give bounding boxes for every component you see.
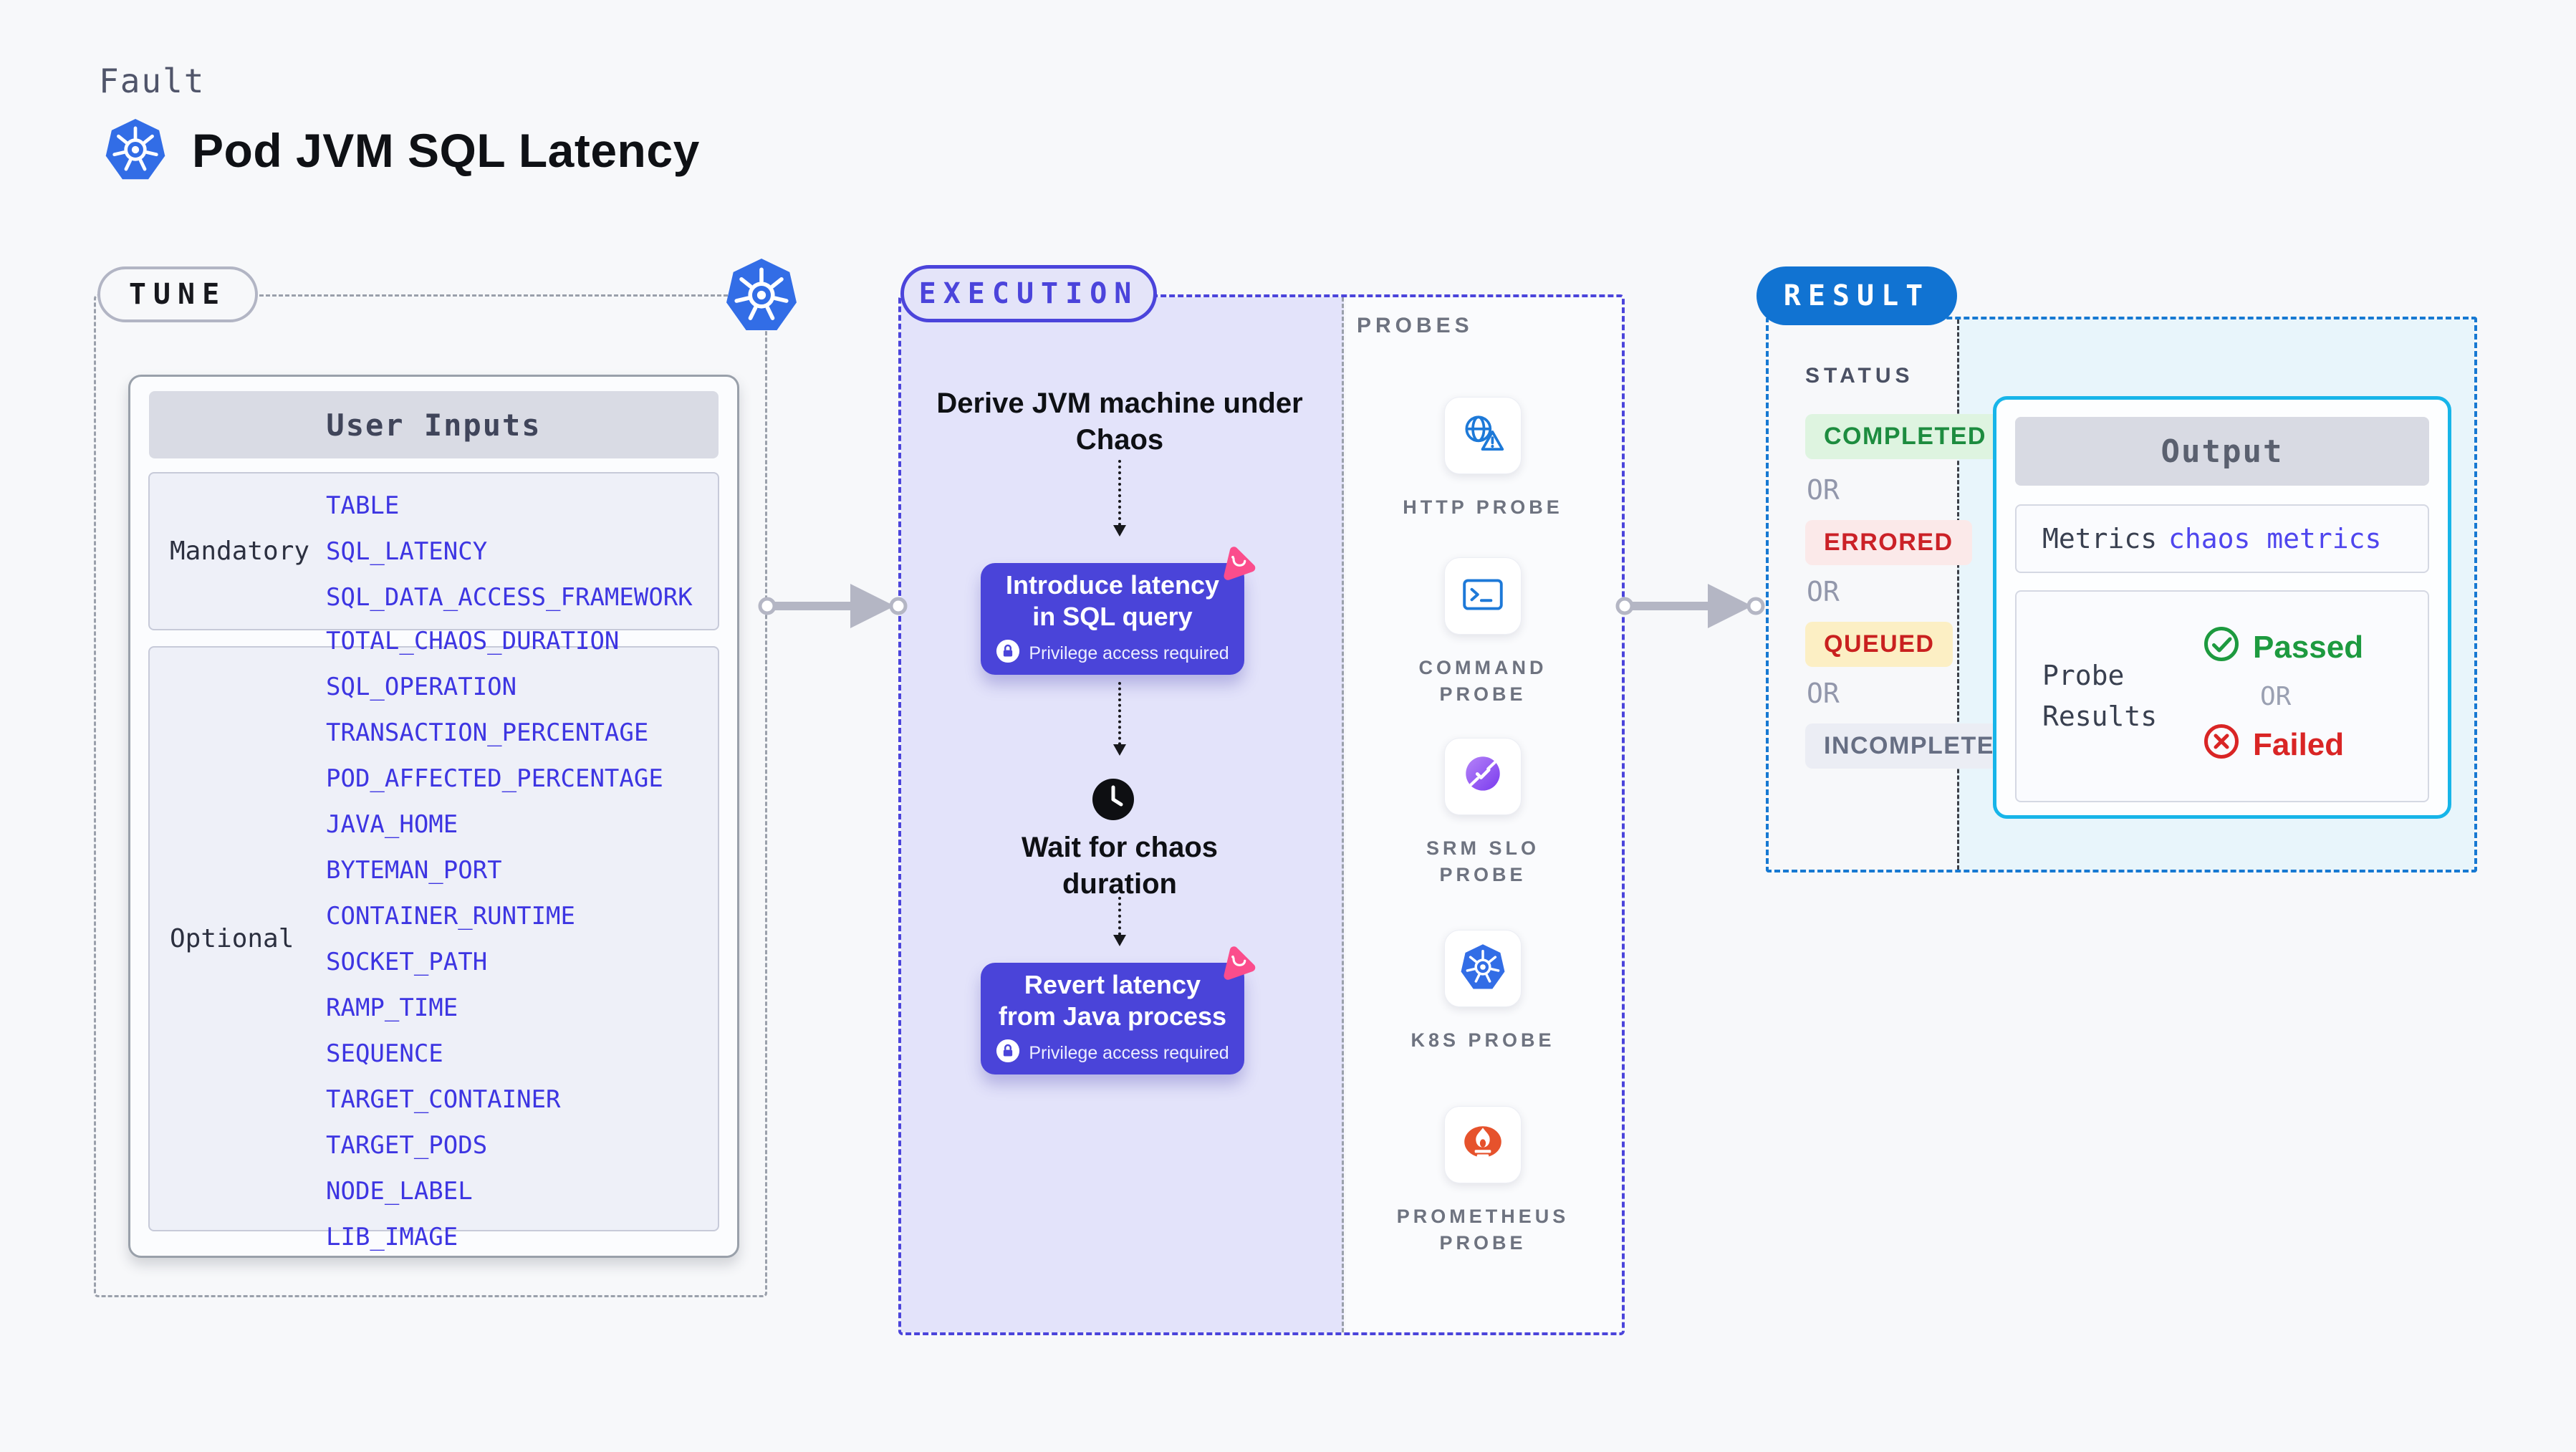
kubernetes-icon — [105, 113, 166, 186]
lock-icon — [996, 639, 1020, 668]
status-badge-completed: COMPLETED — [1805, 414, 2005, 459]
metrics-value: chaos metrics — [2168, 523, 2382, 554]
status-badge-queued: QUEUED — [1805, 622, 1953, 667]
probe-results-row: Probe Results Passed OR Failed — [2015, 590, 2429, 802]
input-name: SOCKET_PATH — [326, 947, 488, 976]
chaos-badge-icon — [1216, 543, 1258, 585]
input-name: SQL_LATENCY — [326, 537, 488, 566]
privilege-row: Privilege access required — [996, 1039, 1229, 1068]
prometheus-probe-card — [1444, 1106, 1522, 1183]
input-name: TARGET_CONTAINER — [326, 1085, 561, 1114]
tune-section-box — [94, 294, 767, 1297]
input-name: TABLE — [326, 491, 400, 520]
x-circle-icon — [2203, 723, 2240, 768]
probe-label: COMMAND PROBE — [1418, 657, 1547, 706]
step-derive-jvm: Derive JVM machine under Chaos — [936, 388, 1303, 456]
input-name: SEQUENCE — [326, 1039, 443, 1068]
optional-values: TOTAL_CHAOS_DURATION SQL_OPERATION TRANS… — [326, 627, 718, 1251]
mandatory-inputs-row: Mandatory TABLE SQL_LATENCY SQL_DATA_ACC… — [148, 472, 719, 630]
flow-arrow-down — [1113, 460, 1126, 537]
input-name: LIB_IMAGE — [326, 1222, 458, 1251]
status-output-divider — [1957, 319, 1959, 870]
result-section-pill: RESULT — [1756, 266, 1957, 325]
or-separator: OR — [1807, 474, 1840, 506]
input-name: POD_AFFECTED_PERCENTAGE — [326, 764, 663, 793]
input-name: SQL_OPERATION — [326, 672, 517, 701]
failed-label: Failed — [2253, 727, 2345, 762]
input-name: TARGET_PODS — [326, 1130, 488, 1160]
k8s-probe-icon — [1459, 943, 1506, 994]
metrics-row: Metrics chaos metrics — [2015, 504, 2429, 573]
input-name: CONTAINER_RUNTIME — [326, 901, 575, 931]
k8s-probe-card — [1444, 930, 1522, 1007]
user-inputs-header: User Inputs — [149, 391, 719, 458]
chaos-badge-icon — [1216, 943, 1258, 984]
optional-label: Optional — [170, 924, 294, 953]
failed-line: Failed — [2203, 723, 2344, 768]
tune-section-pill: TUNE — [97, 266, 258, 322]
metrics-label: Metrics — [2042, 523, 2158, 554]
http-probe-card — [1444, 397, 1522, 474]
http-probe-icon — [1459, 410, 1506, 461]
arrow-execution-to-result — [1603, 574, 1775, 638]
kubernetes-icon — [725, 256, 798, 334]
mandatory-label: Mandatory — [170, 537, 310, 566]
flow-arrow-down — [1113, 682, 1126, 756]
passed-line: Passed — [2203, 625, 2363, 670]
prometheus-probe-icon — [1459, 1120, 1506, 1170]
step-revert-latency: Revert latency from Java process Privile… — [981, 963, 1244, 1074]
or-separator: OR — [1807, 678, 1840, 709]
privilege-row: Privilege access required — [996, 639, 1229, 668]
or-separator: OR — [1807, 576, 1840, 607]
flow-arrow-down — [1113, 897, 1126, 946]
input-name: SQL_DATA_ACCESS_FRAMEWORK — [326, 582, 693, 612]
command-probe-icon — [1459, 571, 1506, 622]
user-inputs-card: User Inputs Mandatory TABLE SQL_LATENCY … — [128, 375, 739, 1258]
output-card: Output Metrics chaos metrics Probe Resul… — [1993, 396, 2451, 819]
srm-slo-probe-icon — [1459, 751, 1506, 802]
fault-kicker: Fault — [99, 62, 206, 100]
passed-label: Passed — [2253, 630, 2364, 665]
status-badge-errored: ERRORED — [1805, 520, 1972, 565]
step-title: Revert latency from Java process — [998, 969, 1227, 1031]
check-circle-icon — [2203, 625, 2240, 670]
input-name: TOTAL_CHAOS_DURATION — [326, 626, 620, 655]
step-introduce-latency: Introduce latency in SQL query Privilege… — [981, 563, 1244, 675]
optional-inputs-row: Optional TOTAL_CHAOS_DURATION SQL_OPERAT… — [148, 627, 719, 1251]
clock-icon — [1092, 778, 1135, 821]
input-name: JAVA_HOME — [326, 809, 458, 839]
page-title: Pod JVM SQL Latency — [192, 124, 700, 177]
probe-results-values: Passed OR Failed — [2183, 592, 2428, 801]
privilege-note: Privilege access required — [1029, 643, 1229, 664]
or-separator: OR — [2260, 681, 2292, 711]
lock-icon — [996, 1039, 1020, 1068]
input-name: NODE_LABEL — [326, 1176, 473, 1206]
probe-results-label: Probe Results — [2042, 660, 2158, 732]
probe-label: SRM SLO PROBE — [1426, 837, 1539, 886]
mandatory-values: TABLE SQL_LATENCY SQL_DATA_ACCESS_FRAMEW… — [326, 473, 718, 629]
probe-label: K8S PROBE — [1410, 1029, 1555, 1051]
privilege-note: Privilege access required — [1029, 1043, 1229, 1064]
probe-label: PROMETHEUS PROBE — [1396, 1206, 1570, 1254]
input-name: BYTEMAN_PORT — [326, 855, 502, 885]
output-header: Output — [2015, 417, 2429, 486]
probe-label: HTTP PROBE — [1403, 496, 1563, 518]
step-title: Introduce latency in SQL query — [1005, 569, 1220, 631]
status-column-label: STATUS — [1805, 364, 1914, 388]
step-wait-duration: Wait for chaos duration — [1021, 832, 1219, 900]
srm-slo-probe-card — [1444, 738, 1522, 815]
input-name: RAMP_TIME — [326, 993, 458, 1022]
arrow-tune-to-execution — [746, 574, 918, 638]
command-probe-card — [1444, 557, 1522, 635]
execution-section-pill: EXECUTION — [900, 265, 1157, 322]
input-name: TRANSACTION_PERCENTAGE — [326, 718, 649, 747]
probes-column-label: PROBES — [1357, 314, 1474, 337]
